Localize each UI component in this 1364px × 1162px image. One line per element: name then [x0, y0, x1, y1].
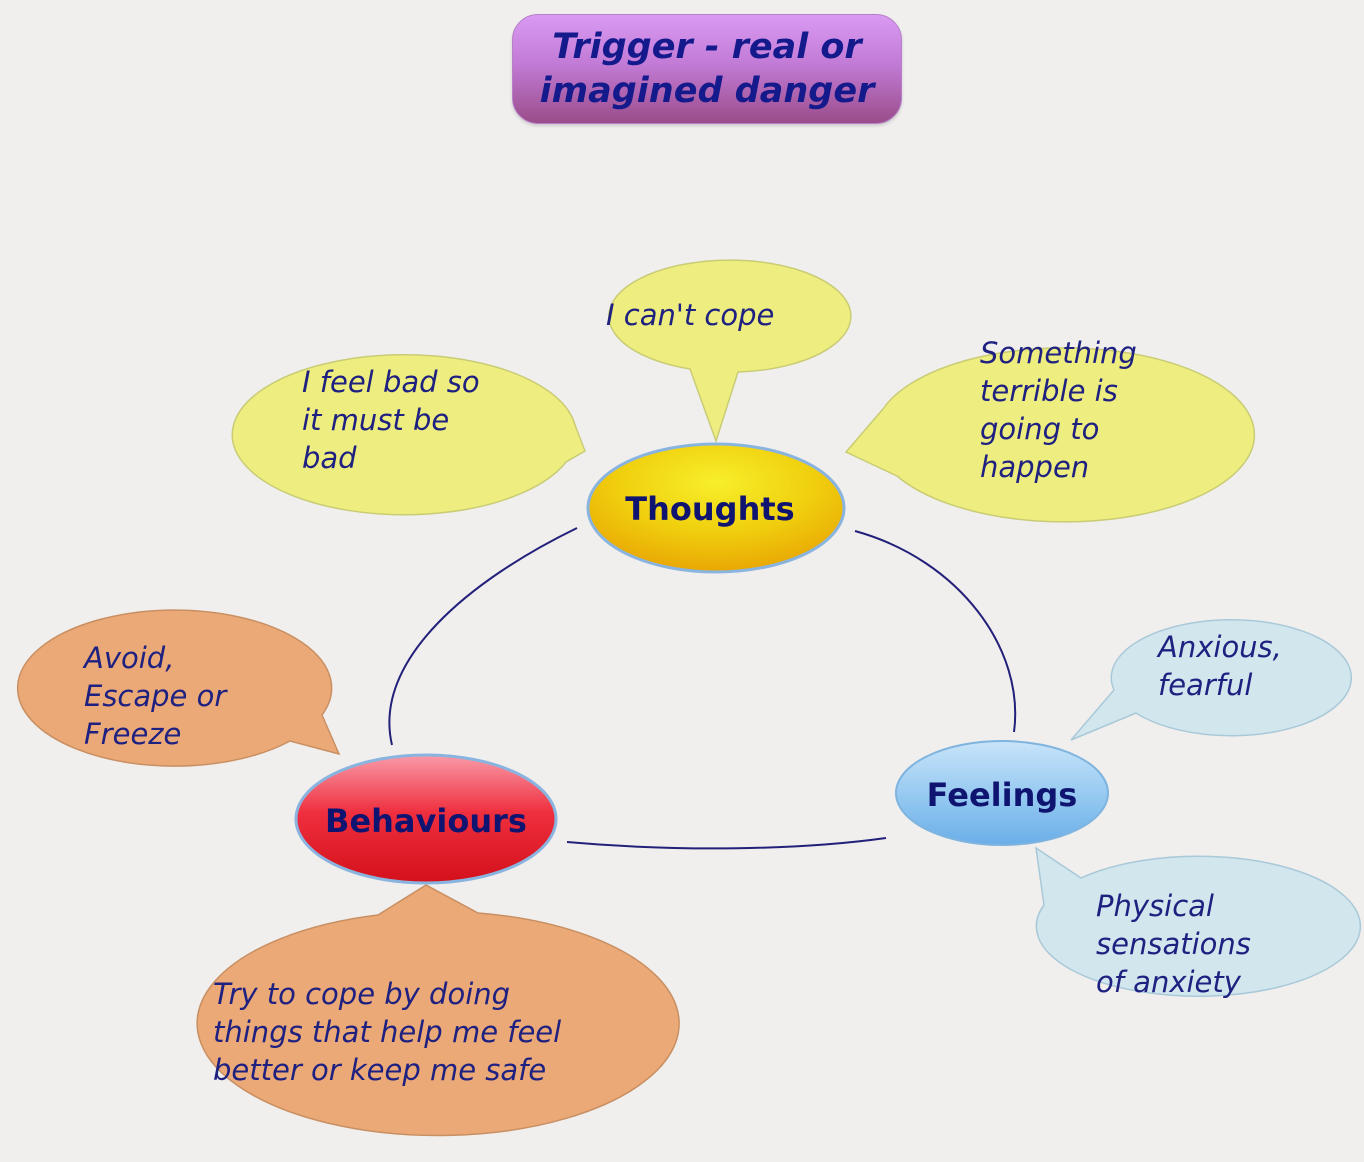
node-behaviours-label: Behaviours	[325, 802, 527, 840]
bubble-feelings-top	[1070, 619, 1353, 741]
thoughts-top-line: I can't cope	[606, 298, 775, 332]
feelings-top-text: Anxious, fearful	[1158, 628, 1282, 704]
node-feelings-shape	[895, 740, 1109, 846]
behaviours-bottom-text: Try to cope by doing things that help me…	[213, 975, 561, 1089]
feelings-bottom-text: Physical sensations of anxiety	[1096, 887, 1251, 1001]
thoughts-left-line: it must be	[302, 403, 450, 437]
behaviours-bottom-line: better or keep me safe	[213, 1053, 547, 1087]
node-feelings-label: Feelings	[926, 776, 1078, 814]
connector-thoughts-feelings	[854, 530, 1017, 733]
thoughts-right-line: happen	[980, 450, 1090, 484]
bubble-behaviours-bottom	[196, 884, 680, 1137]
behaviours-left-line: Avoid,	[84, 641, 175, 675]
behaviours-bottom-line: Try to cope by doing	[213, 977, 511, 1011]
behaviours-bottom-line: things that help me feel	[213, 1015, 562, 1049]
thoughts-top-text: I can't cope	[606, 296, 774, 334]
thoughts-right-line: terrible is	[980, 374, 1118, 408]
feelings-bottom-line: Physical	[1096, 889, 1214, 923]
thoughts-right-line: Something	[980, 336, 1137, 370]
thoughts-right-text: Something terrible is going to happen	[980, 334, 1137, 486]
connector-behaviours-feelings	[566, 837, 887, 850]
connector-thoughts-behaviours	[388, 527, 578, 746]
thoughts-left-text: I feel bad so it must be bad	[302, 363, 480, 477]
bubble-feelings-bottom	[1035, 846, 1362, 998]
title-line-2: imagined danger	[539, 71, 875, 111]
node-thoughts-shape	[586, 442, 846, 574]
feelings-bottom-line: of anxiety	[1096, 965, 1241, 999]
feelings-top-line: Anxious,	[1158, 630, 1282, 664]
behaviours-left-text: Avoid, Escape or Freeze	[84, 639, 226, 753]
bubble-thoughts-left	[231, 354, 586, 516]
feelings-top-line: fearful	[1158, 668, 1253, 702]
title-line-1: Trigger - real or	[552, 27, 862, 67]
bubble-thoughts-right	[844, 347, 1256, 523]
trigger-title-box: Trigger - real or imagined danger	[512, 14, 902, 124]
thoughts-left-line: I feel bad so	[302, 365, 480, 399]
thoughts-right-line: going to	[980, 412, 1100, 446]
node-behaviours-shape	[294, 753, 558, 885]
bubble-thoughts-top	[608, 259, 852, 444]
thoughts-left-line: bad	[302, 441, 357, 475]
node-thoughts-label: Thoughts	[625, 490, 795, 528]
feelings-bottom-line: sensations	[1096, 927, 1251, 961]
behaviours-left-line: Escape or	[84, 679, 227, 713]
behaviours-left-line: Freeze	[84, 717, 182, 751]
bubble-behaviours-left	[16, 609, 341, 767]
